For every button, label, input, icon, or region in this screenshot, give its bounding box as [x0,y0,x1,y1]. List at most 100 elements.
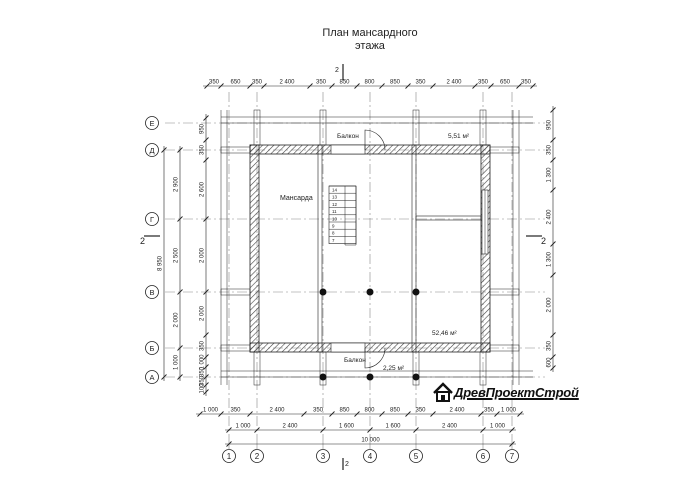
dim-right-label: 2 400 [547,209,553,225]
door-swing-bottom [364,347,386,369]
log-stub-left [220,288,251,296]
dim-right-tick [550,107,556,113]
dim-left-inner-tick [203,354,209,360]
log-stub-right [489,288,520,296]
dim-bottom-total-label: 10 000 [361,438,380,444]
log-stub-bottom [319,351,327,386]
logo-text: ДревПроектСтрой [454,384,579,400]
dim-top-tick [354,83,360,89]
dim-bottom-1-label: 350 [230,408,241,414]
dim-top-label: 350 [415,80,426,86]
door-swing-top [364,129,386,151]
dim-top-tick [516,83,522,89]
dim-bottom-1-tick [329,411,335,417]
dim-top-label: 650 [230,80,241,86]
column-post [366,288,374,296]
dim-top-label: 850 [339,80,350,86]
dim-bottom-1-label: 850 [339,408,350,414]
dim-left-inner-tick [203,382,209,388]
dim-left-inner-label: 2 000 [200,247,206,263]
opening-bottom [330,342,366,353]
dim-bottom-1-label: 2 400 [269,408,285,414]
dim-top-label: 350 [316,80,327,86]
dim-bottom-2-tick [480,427,486,433]
dim-left-inner-label: 950 [200,123,206,134]
dim-bottom-1-tick [301,411,307,417]
log-stub-bottom [253,351,261,386]
stair-step-number: 11 [332,209,337,214]
dim-top-tick [329,83,335,89]
dim-left-outer-label: 2 500 [174,247,180,263]
dim-bottom-1-tick [354,411,360,417]
dim-left-total-tick [161,374,167,380]
dim-top-tick [405,83,411,89]
dim-top-tick [218,83,224,89]
section-mark-bottom: 2 [345,461,349,468]
plan-labels: Мансарда Балкон Балкон 5,51 м² 52,46 м² … [140,67,546,468]
axis-label-row: Г [150,215,154,224]
dim-top-tick [488,83,494,89]
axis-label-col: 6 [481,452,486,461]
section-mark-left: 2 [140,236,145,246]
dim-top-label: 2 400 [446,80,462,86]
dim-bottom-1-label: 350 [415,408,426,414]
dim-left-inner-label: 1 000 [200,354,206,370]
room-label-balcony-top: Балкон [337,133,359,140]
axis-label-row: В [149,288,154,297]
house-logo-icon [433,382,453,402]
dim-left-inner-tick [203,216,209,222]
dim-left-outer-tick [177,147,183,153]
dim-top-label: 350 [252,80,263,86]
dim-bottom-1-label: 1 000 [203,408,219,414]
dim-top-tick [307,83,313,89]
dim-bottom-2-label: 1 600 [385,424,401,430]
log-stub-right [489,344,520,352]
dim-bottom-2-tick [320,427,326,433]
dim-left-outer-label: 1 000 [174,354,180,370]
axis-label-col: 5 [414,452,419,461]
dim-left-inner-label: 350 [200,366,206,377]
dim-top-label: 350 [209,80,220,86]
axis-bubble-row [145,341,159,355]
dim-top-tick [530,83,536,89]
axis-label-col: 1 [227,452,232,461]
dim-right-tick [550,272,556,278]
dim-bottom-2-label: 2 400 [442,424,458,430]
dim-bottom-1-tick [247,411,253,417]
log-stub-top [319,109,327,146]
dim-bottom-1-tick [430,411,436,417]
stair-step-number: 13 [332,195,338,200]
room-label-mansarda: Мансарда [280,195,313,202]
dim-bottom-total-tick [509,441,515,447]
dim-top-label: 350 [521,80,532,86]
dim-left-inner-tick [203,374,209,380]
axis-bubble-row [145,116,159,130]
axis-label-row: Д [149,146,154,155]
axis-label-row: А [149,373,154,382]
dim-right-tick [550,187,556,193]
dim-bottom-1-tick [494,411,500,417]
axis-label-col: 2 [255,452,260,461]
dim-top-tick [379,83,385,89]
axis-label-row: Б [150,344,155,353]
column-post [412,288,420,296]
dim-left-total-tick [161,147,167,153]
dim-left-inner-label: 2 000 [200,305,206,321]
axis-label-row: Е [149,119,154,128]
dim-left-inner-tick [203,389,209,395]
dim-left-inner-tick [203,157,209,163]
dim-top-label: 2 400 [279,80,295,86]
log-stub-top [253,109,261,146]
dim-left-inner-tick [203,137,209,143]
stair-arrow [344,186,357,246]
dim-bottom-1-tick [517,411,523,417]
stair-step-number: 9 [332,224,335,229]
stair-step-number: 14 [332,188,338,193]
axis-label-col: 3 [321,452,326,461]
dim-left-inner-label: 2 600 [200,181,206,197]
column-post [319,288,327,296]
dim-top-label: 350 [478,80,489,86]
axis-label-col: 7 [510,452,515,461]
dim-bottom-2-tick [367,427,373,433]
dim-top-tick [430,83,436,89]
